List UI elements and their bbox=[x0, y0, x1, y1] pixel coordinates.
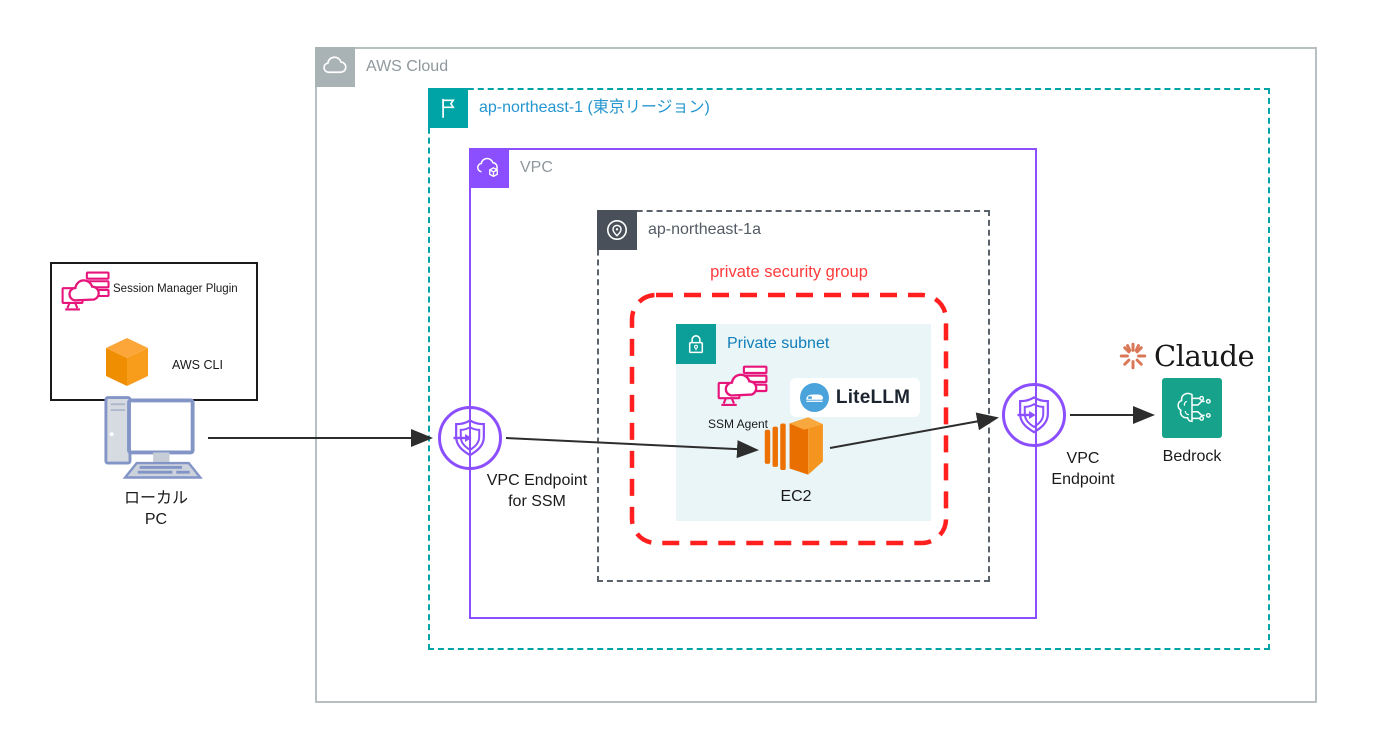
local-pc-label-line2: PC bbox=[144, 511, 168, 528]
security-group-label: private security group bbox=[710, 263, 868, 281]
bedrock-brain-icon bbox=[1162, 378, 1222, 438]
region-flag-icon bbox=[428, 88, 468, 128]
local-pc-label-line1: ローカル bbox=[123, 490, 188, 507]
availability-zone-group bbox=[597, 210, 990, 582]
aws-cloud-group bbox=[315, 47, 1317, 703]
local-pc-label: ローカル PC bbox=[103, 488, 209, 530]
vpc-endpoint-ssm-label-line1: VPC Endpoint bbox=[486, 472, 588, 489]
claude-starburst-icon bbox=[1119, 342, 1147, 370]
vpc-endpoint-bedrock-shield-icon bbox=[1002, 383, 1066, 447]
litellm-train-icon bbox=[799, 383, 829, 412]
litellm-label: LiteLLM bbox=[835, 386, 911, 408]
session-manager-plugin-icon bbox=[60, 270, 112, 322]
claude-logo: Claude bbox=[1118, 339, 1255, 373]
local-pc-computer-icon bbox=[103, 392, 209, 484]
region-group bbox=[428, 88, 1270, 650]
aws-cli-cube-icon bbox=[102, 336, 152, 388]
aws-cli-label: AWS CLI bbox=[172, 358, 223, 372]
private-subnet-lock-icon bbox=[676, 324, 716, 364]
vpc-endpoint-bedrock-label-line2: Endpoint bbox=[1051, 471, 1115, 488]
region-label: ap-northeast-1 (東京リージョン) bbox=[479, 99, 710, 116]
vpc-endpoint-bedrock-label: VPC Endpoint bbox=[1023, 448, 1143, 490]
vpc-label: VPC bbox=[520, 159, 553, 176]
ssm-agent-icon bbox=[716, 364, 770, 418]
vpc-icon bbox=[469, 148, 509, 188]
availability-zone-pin-icon bbox=[597, 210, 637, 250]
ec2-instance-icon bbox=[764, 414, 826, 478]
vpc-endpoint-ssm-shield-icon bbox=[438, 406, 502, 470]
litellm-node: LiteLLM bbox=[790, 378, 920, 417]
private-subnet-label: Private subnet bbox=[727, 335, 830, 352]
availability-zone-label: ap-northeast-1a bbox=[648, 221, 761, 238]
vpc-endpoint-ssm-label: VPC Endpoint for SSM bbox=[457, 470, 617, 512]
bedrock-label: Bedrock bbox=[1162, 448, 1222, 465]
vpc-endpoint-bedrock-label-line1: VPC bbox=[1066, 450, 1100, 467]
vpc-endpoint-ssm-label-line2: for SSM bbox=[508, 493, 566, 510]
aws-cloud-icon bbox=[315, 47, 355, 87]
ec2-label: EC2 bbox=[780, 488, 812, 505]
aws-cloud-label: AWS Cloud bbox=[366, 58, 449, 75]
claude-label: Claude bbox=[1154, 339, 1255, 373]
session-manager-plugin-label: Session Manager Plugin bbox=[113, 283, 238, 295]
